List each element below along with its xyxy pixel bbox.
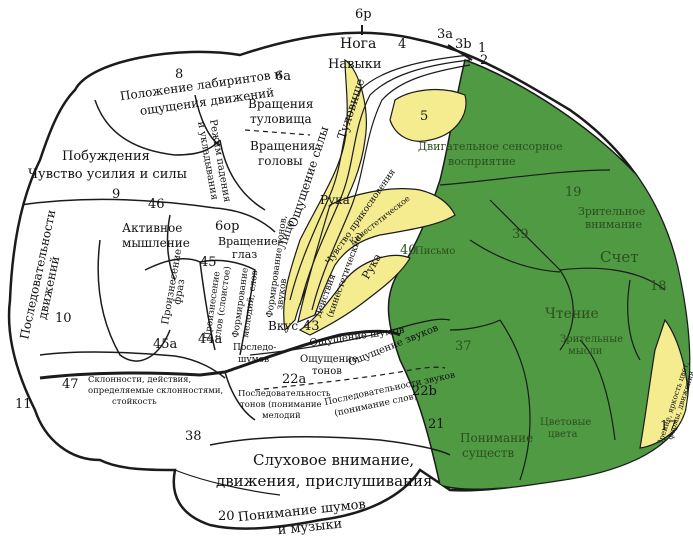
label-vnim-2: внимание bbox=[585, 218, 642, 231]
label-21: 21 bbox=[428, 417, 445, 432]
label-vr-gol-2: головы bbox=[258, 154, 303, 168]
label-cvet-2: цвета bbox=[548, 429, 578, 440]
label-sklon-3: стойкость bbox=[112, 397, 157, 407]
label-20: 20 bbox=[218, 509, 235, 524]
label-3b: 3b bbox=[455, 37, 472, 52]
label-6or: 6ор bbox=[215, 219, 239, 234]
label-ruka-top: Рука bbox=[320, 193, 350, 207]
label-cvet-1: Цветовые bbox=[540, 417, 591, 428]
label-pobuzhd-2: Чувство усилия и силы bbox=[28, 167, 187, 182]
label-3a: 3a bbox=[437, 27, 453, 42]
label-posl-shum-1: Последо- bbox=[233, 343, 276, 353]
label-dv-sens-1: Двигательное сенсорное bbox=[418, 140, 563, 153]
label-5: 5 bbox=[420, 109, 428, 124]
label-sklon-1: Склонности, действия, bbox=[88, 375, 191, 385]
label-chtenie: Чтение bbox=[545, 306, 599, 322]
label-pismo: Письмо bbox=[415, 246, 455, 257]
label-sluh-2: движения, прислушивания bbox=[216, 472, 433, 490]
label-sklon-2: определяемые склонностями, bbox=[88, 386, 223, 396]
label-39: 39 bbox=[512, 227, 529, 242]
label-19: 19 bbox=[565, 185, 582, 200]
label-vr-glaz-1: Вращение bbox=[218, 235, 278, 248]
label-pon-sush-2: существ bbox=[462, 446, 514, 460]
label-18: 18 bbox=[650, 279, 667, 294]
label-navyki: Навыки bbox=[328, 57, 382, 72]
label-11: 11 bbox=[15, 397, 32, 412]
label-zrit-2: мысли bbox=[568, 346, 603, 357]
label-zrit-1: Зрительные bbox=[560, 334, 623, 345]
label-akt-1: Активное bbox=[122, 221, 182, 235]
label-sluh-1: Слуховое внимание, bbox=[253, 451, 414, 469]
label-45a: 45a bbox=[153, 337, 178, 352]
label-posl-shum-2: шумов bbox=[238, 355, 269, 365]
label-oshch-ton-2: тонов bbox=[312, 366, 342, 377]
label-dv-sens-2: восприятие bbox=[448, 155, 516, 168]
label-vnim-1: Зрительное bbox=[578, 205, 645, 218]
label-pobuzhd-1: Побуждения bbox=[62, 149, 150, 164]
label-38: 38 bbox=[185, 429, 202, 444]
label-posl-ton-2: тонов (понимание bbox=[240, 399, 322, 410]
label-vr-glaz-2: глаз bbox=[232, 248, 257, 261]
label-47: 47 bbox=[62, 377, 79, 392]
label-noga: Нога bbox=[340, 36, 376, 52]
label-vr-gol-1: Вращения bbox=[250, 139, 315, 153]
label-6r: 6р bbox=[355, 7, 372, 22]
label-4: 4 bbox=[398, 37, 406, 52]
label-10: 10 bbox=[55, 311, 72, 326]
label-vr-tul-2: туловища bbox=[250, 112, 312, 126]
label-posl-ton-1: Последовательность bbox=[238, 389, 331, 399]
label-45: 45 bbox=[200, 255, 217, 270]
label-2: 2 bbox=[480, 53, 488, 68]
label-22a: 22a bbox=[282, 372, 307, 387]
label-posl-ton-3: мелодий bbox=[262, 411, 301, 421]
label-9: 9 bbox=[112, 187, 120, 202]
label-vkus: Вкус bbox=[268, 319, 298, 333]
label-43: 43 bbox=[303, 319, 320, 334]
label-pon-sush-1: Понимание bbox=[460, 431, 533, 445]
label-37: 37 bbox=[455, 339, 472, 354]
label-46: 46 bbox=[148, 197, 165, 212]
label-vr-tul-1: Вращения bbox=[248, 97, 313, 111]
label-akt-2: мышление bbox=[122, 236, 190, 250]
label-schet: Счет bbox=[600, 248, 639, 266]
